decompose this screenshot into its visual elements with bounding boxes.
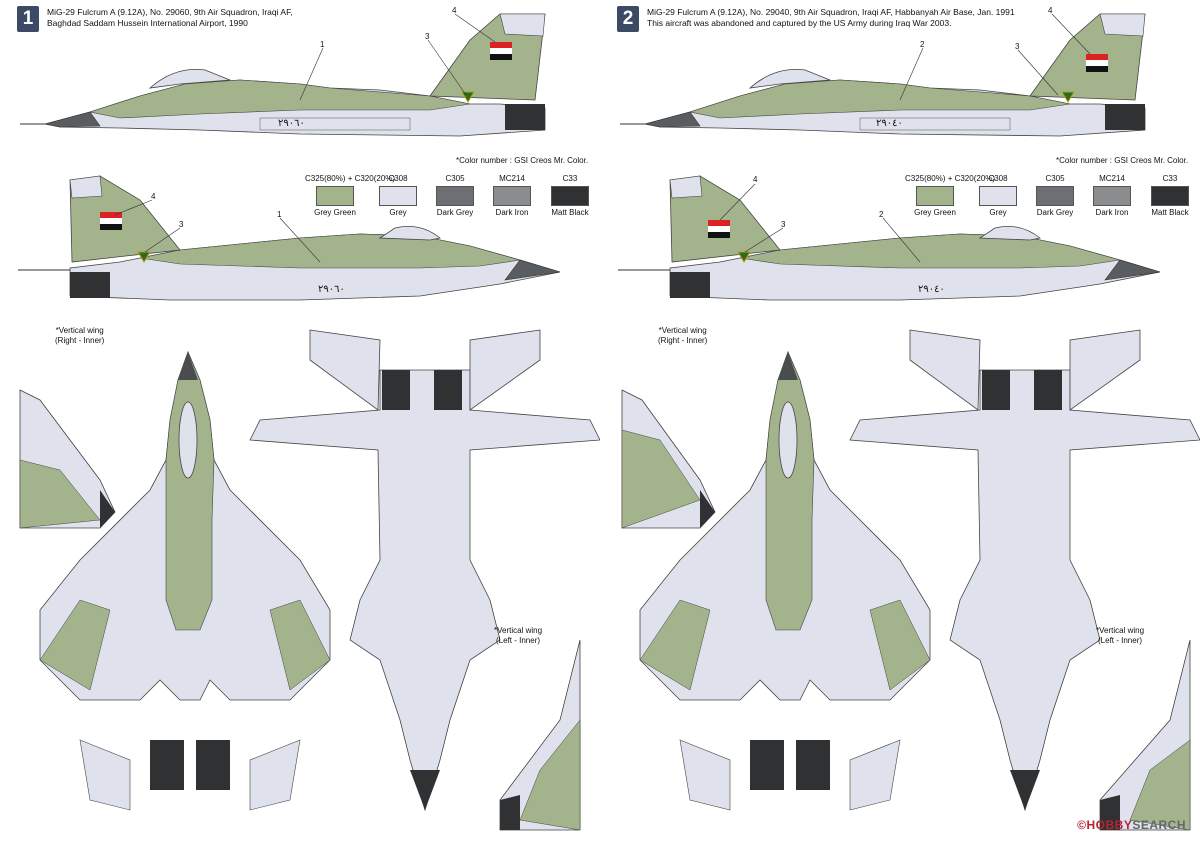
- callout-4: 4: [452, 6, 457, 15]
- callout-2: 2: [879, 210, 884, 219]
- swatch-grey-green: C325(80%) + C320(20%) Grey Green: [305, 174, 396, 217]
- scheme-number-badge: 1: [17, 6, 39, 32]
- left-side-profile: [620, 13, 1146, 137]
- bottom-view: [849, 329, 1200, 812]
- aircraft-profiles: [18, 13, 600, 831]
- swatch-name: Dark Iron: [1095, 208, 1129, 217]
- swatch-name: Grey Green: [914, 208, 956, 217]
- callout-3: 3: [1015, 42, 1020, 51]
- top-view: [39, 350, 331, 811]
- swatch-chip: [979, 186, 1017, 206]
- vertical-wing-left-label: *Vertical wing (Left - Inner): [1096, 626, 1145, 645]
- swatch-chip: [1093, 186, 1131, 206]
- swatch-grey-green: C325(80%) + C320(20%) Grey Green: [905, 174, 996, 217]
- callout-4: 4: [1048, 6, 1053, 15]
- callout-4: 4: [753, 175, 758, 184]
- swatch-code: C33: [562, 174, 578, 183]
- callout-2: 2: [920, 40, 925, 49]
- swatch-name: Dark Grey: [436, 208, 474, 217]
- scheme-caption: MiG-29 Fulcrum A (9.12A), No. 29040, 9th…: [647, 7, 1015, 28]
- swatch-chip: [379, 186, 417, 206]
- vertical-wing-right-label: *Vertical wing (Right - Inner): [658, 326, 708, 345]
- swatch-chip: [1151, 186, 1189, 206]
- swatch-grey: C308 Grey: [368, 174, 428, 217]
- swatch-dark-grey: C305 Dark Grey: [425, 174, 485, 217]
- callout-3: 3: [179, 220, 184, 229]
- swatch-code: C308: [388, 174, 408, 183]
- swatch-dark-iron: MC214 Dark Iron: [1082, 174, 1142, 217]
- color-note: *Color number : GSI Creos Mr. Color.: [456, 156, 589, 165]
- swatch-dark-grey: C305 Dark Grey: [1025, 174, 1085, 217]
- swatch-chip: [916, 186, 954, 206]
- swatch-name: Matt Black: [1151, 208, 1189, 217]
- scheme-number-badge: 2: [617, 6, 639, 32]
- callout-3: 3: [425, 32, 430, 41]
- serial-marking: ٢٩٠٤٠: [918, 284, 945, 295]
- callout-leader-lines: [114, 13, 496, 263]
- right-side-profile: [18, 175, 561, 301]
- scheme-caption: MiG-29 Fulcrum A (9.12A), No. 29060, 9th…: [47, 7, 293, 28]
- vertical-wing-left-inner: [1099, 639, 1191, 831]
- scheme-panel-1: 1 MiG-29 Fulcrum A (9.12A), No. 29060, 9…: [17, 6, 600, 831]
- swatch-code: C325(80%) + C320(20%): [305, 174, 396, 183]
- swatch-chip: [316, 186, 354, 206]
- swatch-code: C33: [1162, 174, 1178, 183]
- serial-marking: ٢٩٠٤٠: [876, 118, 903, 129]
- watermark-copyright: ©: [1077, 818, 1087, 832]
- callout-4: 4: [151, 192, 156, 201]
- callout-leader-lines: [719, 13, 1091, 263]
- color-note: *Color number : GSI Creos Mr. Color.: [1056, 156, 1189, 165]
- vertical-wing-right-inner: [621, 389, 716, 529]
- vertical-wing-left-label: *Vertical wing (Left - Inner): [494, 626, 543, 645]
- vertical-wing-right-inner: [19, 389, 116, 529]
- watermark-prefix: HOBBY: [1086, 818, 1133, 832]
- swatch-grey: C308 Grey: [968, 174, 1028, 217]
- swatch-chip: [1036, 186, 1074, 206]
- aircraft-profiles: [618, 13, 1200, 831]
- top-view: [639, 350, 931, 811]
- callout-3: 3: [781, 220, 786, 229]
- swatch-name: Dark Grey: [1036, 208, 1074, 217]
- swatch-dark-iron: MC214 Dark Iron: [482, 174, 542, 217]
- swatch-code: MC214: [499, 174, 525, 183]
- swatch-name: Dark Iron: [495, 208, 529, 217]
- swatch-matt-black: C33 Matt Black: [1140, 174, 1200, 217]
- swatch-chip: [436, 186, 474, 206]
- callout-1: 1: [277, 210, 282, 219]
- watermark: ©HOBBYSEARCH: [1077, 818, 1186, 832]
- vertical-wing-right-label: *Vertical wing (Right - Inner): [55, 326, 105, 345]
- left-side-profile: [20, 13, 546, 137]
- swatch-code: C308: [988, 174, 1008, 183]
- right-side-profile: [618, 175, 1161, 301]
- swatch-code: C325(80%) + C320(20%): [905, 174, 996, 183]
- swatch-name: Matt Black: [551, 208, 589, 217]
- swatch-name: Grey: [989, 208, 1007, 217]
- swatch-chip: [493, 186, 531, 206]
- swatch-matt-black: C33 Matt Black: [540, 174, 600, 217]
- swatch-chip: [551, 186, 589, 206]
- bottom-view: [249, 329, 600, 812]
- swatch-name: Grey: [389, 208, 407, 217]
- watermark-suffix: SEARCH: [1132, 818, 1186, 832]
- scheme-panel-2: 2 MiG-29 Fulcrum A (9.12A), No. 29040, 9…: [600, 0, 1200, 842]
- serial-marking: ٢٩٠٦٠: [278, 118, 305, 129]
- serial-marking: ٢٩٠٦٠: [318, 284, 345, 295]
- swatch-name: Grey Green: [314, 208, 356, 217]
- vertical-wing-left-inner: [499, 639, 581, 831]
- callout-1: 1: [320, 40, 325, 49]
- swatch-code: MC214: [1099, 174, 1125, 183]
- swatch-code: C305: [1045, 174, 1065, 183]
- swatch-code: C305: [445, 174, 465, 183]
